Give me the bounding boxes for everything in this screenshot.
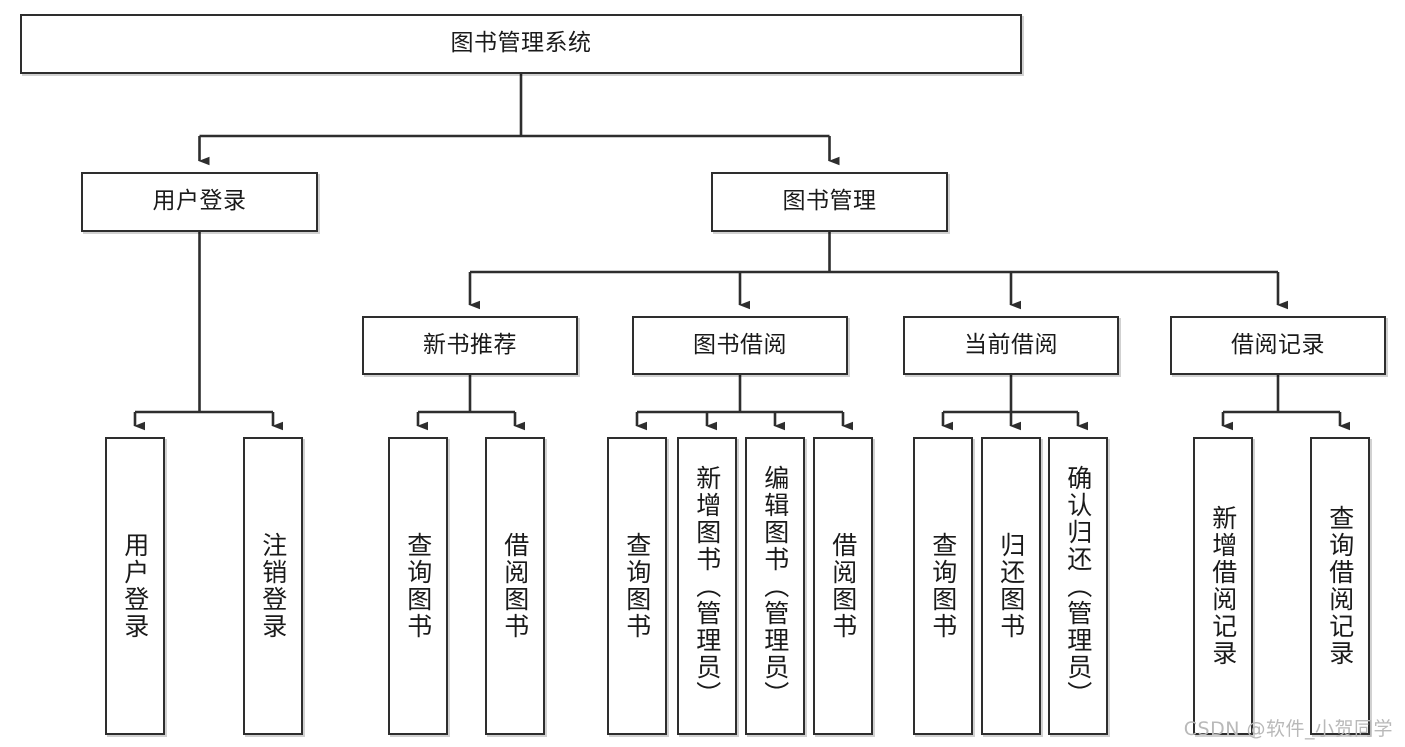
node-leaf-edit-book[interactable]: 编辑图书（管理员） bbox=[745, 437, 805, 735]
node-label: 查询图书 bbox=[403, 532, 433, 640]
node-label: 当前借阅 bbox=[964, 331, 1058, 358]
node-label: 用户登录 bbox=[152, 188, 247, 215]
node-leaf-query-book-3[interactable]: 查询图书 bbox=[913, 437, 973, 735]
node-leaf-query-record[interactable]: 查询借阅记录 bbox=[1310, 437, 1370, 735]
node-label: 图书管理 bbox=[782, 188, 877, 215]
node-label: 查询图书 bbox=[622, 532, 652, 640]
node-leaf-add-book[interactable]: 新增图书（管理员） bbox=[677, 437, 737, 735]
node-root[interactable]: 图书管理系统 bbox=[20, 14, 1022, 74]
node-label: 注销登录 bbox=[258, 532, 288, 640]
node-leaf-confirm-return[interactable]: 确认归还（管理员） bbox=[1048, 437, 1108, 735]
node-label: 图书借阅 bbox=[693, 331, 787, 358]
node-leaf-borrow-book-2[interactable]: 借阅图书 bbox=[813, 437, 873, 735]
node-leaf-logout[interactable]: 注销登录 bbox=[243, 437, 303, 735]
node-borrow-record[interactable]: 借阅记录 bbox=[1170, 316, 1386, 375]
node-leaf-return-book[interactable]: 归还图书 bbox=[981, 437, 1041, 735]
node-label: 编辑图书（管理员） bbox=[760, 464, 790, 708]
node-book-borrow[interactable]: 图书借阅 bbox=[632, 316, 848, 375]
node-label: 归还图书 bbox=[996, 532, 1026, 640]
node-leaf-query-book-2[interactable]: 查询图书 bbox=[607, 437, 667, 735]
node-label: 图书管理系统 bbox=[450, 30, 592, 57]
node-leaf-add-record[interactable]: 新增借阅记录 bbox=[1193, 437, 1253, 735]
node-label: 用户登录 bbox=[120, 532, 150, 640]
node-label: 新增图书（管理员） bbox=[692, 464, 722, 708]
node-book-manage[interactable]: 图书管理 bbox=[711, 172, 948, 232]
node-label: 查询借阅记录 bbox=[1325, 505, 1355, 667]
node-label: 借阅图书 bbox=[500, 532, 530, 640]
node-new-book-recommend[interactable]: 新书推荐 bbox=[362, 316, 578, 375]
node-leaf-user-login[interactable]: 用户登录 bbox=[105, 437, 165, 735]
node-leaf-borrow-book-1[interactable]: 借阅图书 bbox=[485, 437, 545, 735]
node-label: 借阅图书 bbox=[828, 532, 858, 640]
node-label: 确认归还（管理员） bbox=[1063, 464, 1093, 708]
node-user-login[interactable]: 用户登录 bbox=[81, 172, 318, 232]
node-label: 新增借阅记录 bbox=[1208, 505, 1238, 667]
node-leaf-query-book-1[interactable]: 查询图书 bbox=[388, 437, 448, 735]
node-label: 查询图书 bbox=[928, 532, 958, 640]
node-current-borrow[interactable]: 当前借阅 bbox=[903, 316, 1119, 375]
node-label: 新书推荐 bbox=[423, 331, 517, 358]
node-label: 借阅记录 bbox=[1231, 331, 1325, 358]
